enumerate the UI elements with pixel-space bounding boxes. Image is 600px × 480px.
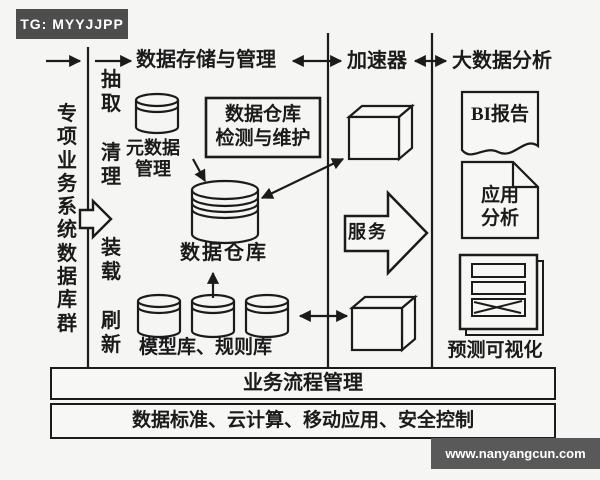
- prediction-visualization-icon: [458, 253, 544, 336]
- model-database-icon: [190, 293, 236, 339]
- etl-step-load: 装载: [101, 237, 121, 283]
- warehouse-label: 数据仓库: [180, 242, 268, 264]
- etl-step-refresh: 刷新: [101, 310, 121, 356]
- accelerator-cube-icon: [345, 103, 416, 162]
- maintenance-box-label: 数据仓库 检测与维护: [206, 103, 320, 151]
- maintenance-box: [204, 96, 322, 159]
- source-system-label: 专项业务系统数据库群: [57, 103, 77, 335]
- telegram-badge: TG: MYYJJPP: [16, 9, 128, 39]
- process-management-bar: 业务流程管理: [50, 367, 556, 400]
- service-arrow-label: 服务: [348, 222, 388, 242]
- accelerator-cube-icon: [348, 294, 419, 353]
- model-rule-label: 模型库、规则库: [139, 337, 273, 358]
- service-block-arrow-icon: [343, 189, 429, 277]
- bi-report-document-icon: [460, 90, 540, 156]
- warehouse-database-icon: [190, 179, 260, 245]
- section-title-accelerator: 加速器: [347, 50, 407, 72]
- prediction-visualization-label: 预测可视化: [447, 340, 543, 361]
- maintenance-box-line2: 检测与维护: [215, 128, 311, 149]
- metadata-to-warehouse-arrow: [192, 158, 206, 183]
- rule-database-icon: [244, 293, 290, 339]
- model-database-icon: [136, 293, 182, 339]
- support-capabilities-bar: 数据标准、云计算、移动应用、安全控制: [50, 403, 556, 439]
- etl-step-clean: 清理: [101, 142, 121, 188]
- warehouse-accelerator-arrow: [260, 158, 345, 199]
- section-title-big-data: 大数据分析: [452, 50, 552, 72]
- maintenance-box-line1: 数据仓库: [224, 104, 301, 125]
- bi-report-label: BI报告: [470, 104, 530, 125]
- metadata-database-icon: [134, 92, 180, 135]
- site-watermark: www.nanyangcun.com: [431, 438, 600, 469]
- app-analysis-document-icon: [460, 160, 540, 240]
- etl-step-extract: 抽取: [101, 69, 121, 115]
- metadata-management-label: 元数据管理: [126, 138, 180, 179]
- app-analysis-label: 应用分析: [480, 185, 519, 229]
- source-block-arrow-icon: [78, 198, 113, 240]
- section-title-storage: 数据存储与管理: [136, 49, 276, 71]
